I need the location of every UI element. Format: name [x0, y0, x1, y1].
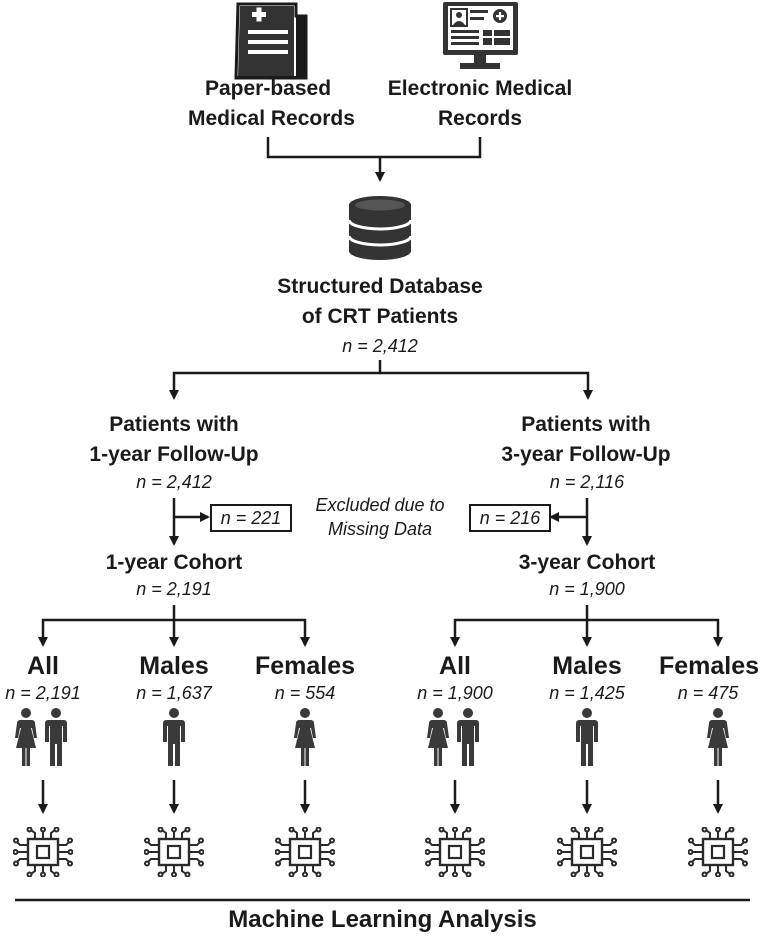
group-1yr-males-label: Males: [139, 652, 209, 680]
exclusion-3yr-box: n = 216: [469, 504, 551, 532]
followup-3yr-line-1: Patients with: [521, 413, 651, 436]
ml-chip-icon: [425, 827, 485, 877]
database-title-line-1: Structured Database: [277, 275, 483, 298]
ml-chip-icon: [275, 827, 335, 877]
group-3yr-all-label: All: [439, 652, 471, 680]
followup-3yr-title: Patients with 3-year Follow-Up: [486, 410, 686, 470]
group-1yr-males-count: n = 1,637: [136, 683, 212, 703]
ml-chip-icon: [144, 827, 204, 877]
female-person-icon: [15, 708, 37, 766]
group-3yr-females-label: Females: [658, 652, 760, 680]
exclusion-1yr-box: n = 221: [210, 504, 292, 532]
electronic-records-line-2: Records: [437, 107, 523, 130]
electronic-records-line-1: Electronic Medical: [387, 77, 573, 100]
connector-1yr-cohort-split: [38, 605, 176, 647]
followup-1yr-title: Patients with 1-year Follow-Up: [74, 410, 274, 470]
followup-1yr-count: n = 2,412: [136, 472, 212, 492]
male-person-icon: [576, 708, 598, 766]
group-3yr-males-count: n = 1,425: [549, 683, 625, 703]
followup-3yr-line-2: 3-year Follow-Up: [501, 443, 671, 466]
database-title: Structured Database of CRT Patients: [250, 272, 510, 332]
group-1yr-females-count: n = 554: [274, 683, 336, 703]
group-3yr-females-count: n = 475: [677, 683, 739, 703]
male-person-icon: [457, 708, 479, 766]
male-person-icon: [163, 708, 185, 766]
paper-document-icon: [234, 2, 308, 80]
paper-records-line-1: Paper-based: [204, 77, 332, 100]
exclusion-note: Excluded due to Missing Data: [300, 493, 460, 541]
cohort-1yr-title: 1-year Cohort: [105, 551, 243, 574]
female-person-icon: [294, 708, 316, 766]
database-count: n = 2,412: [342, 336, 418, 356]
ml-chip-icon: [557, 827, 617, 877]
electronic-records-label: Electronic Medical Records: [380, 74, 580, 134]
machine-learning-analysis-label: Machine Learning Analysis: [228, 906, 537, 933]
paper-records-label: Paper-based Medical Records: [188, 74, 355, 134]
database-title-line-2: of CRT Patients: [301, 305, 459, 328]
cohort-1yr-count: n = 2,191: [136, 579, 212, 599]
exclusion-note-line-2: Missing Data: [327, 519, 433, 539]
ml-chip-icon: [13, 827, 73, 877]
group-3yr-all-count: n = 1,900: [417, 683, 493, 703]
group-3yr-males-label: Males: [552, 652, 622, 680]
male-person-icon: [45, 708, 67, 766]
connector-3yr-cohort-right: [587, 618, 723, 647]
connector-1yr-cohort-right: [174, 618, 310, 647]
computer-monitor-icon: [443, 2, 518, 69]
group-1yr-females-label: Females: [254, 652, 356, 680]
cohort-3yr-count: n = 1,900: [549, 579, 625, 599]
exclusion-note-line-1: Excluded due to: [315, 495, 445, 515]
group-1yr-all-label: All: [27, 652, 59, 680]
connector-database-split: [169, 360, 382, 400]
connector-3yr-cohort-split: [450, 605, 589, 647]
ml-chip-icon: [688, 827, 748, 877]
followup-1yr-line-1: Patients with: [109, 413, 239, 436]
female-person-icon: [427, 708, 449, 766]
connector-database-split-right: [380, 371, 593, 400]
paper-records-line-2: Medical Records: [188, 107, 355, 130]
followup-3yr-count: n = 2,116: [549, 472, 625, 492]
cohort-3yr-title: 3-year Cohort: [518, 551, 656, 574]
female-person-icon: [707, 708, 729, 766]
group-1yr-all-count: n = 2,191: [5, 683, 81, 703]
database-icon: [347, 196, 413, 260]
connector-paper-to-merge: [266, 137, 482, 159]
followup-1yr-line-2: 1-year Follow-Up: [89, 443, 259, 466]
